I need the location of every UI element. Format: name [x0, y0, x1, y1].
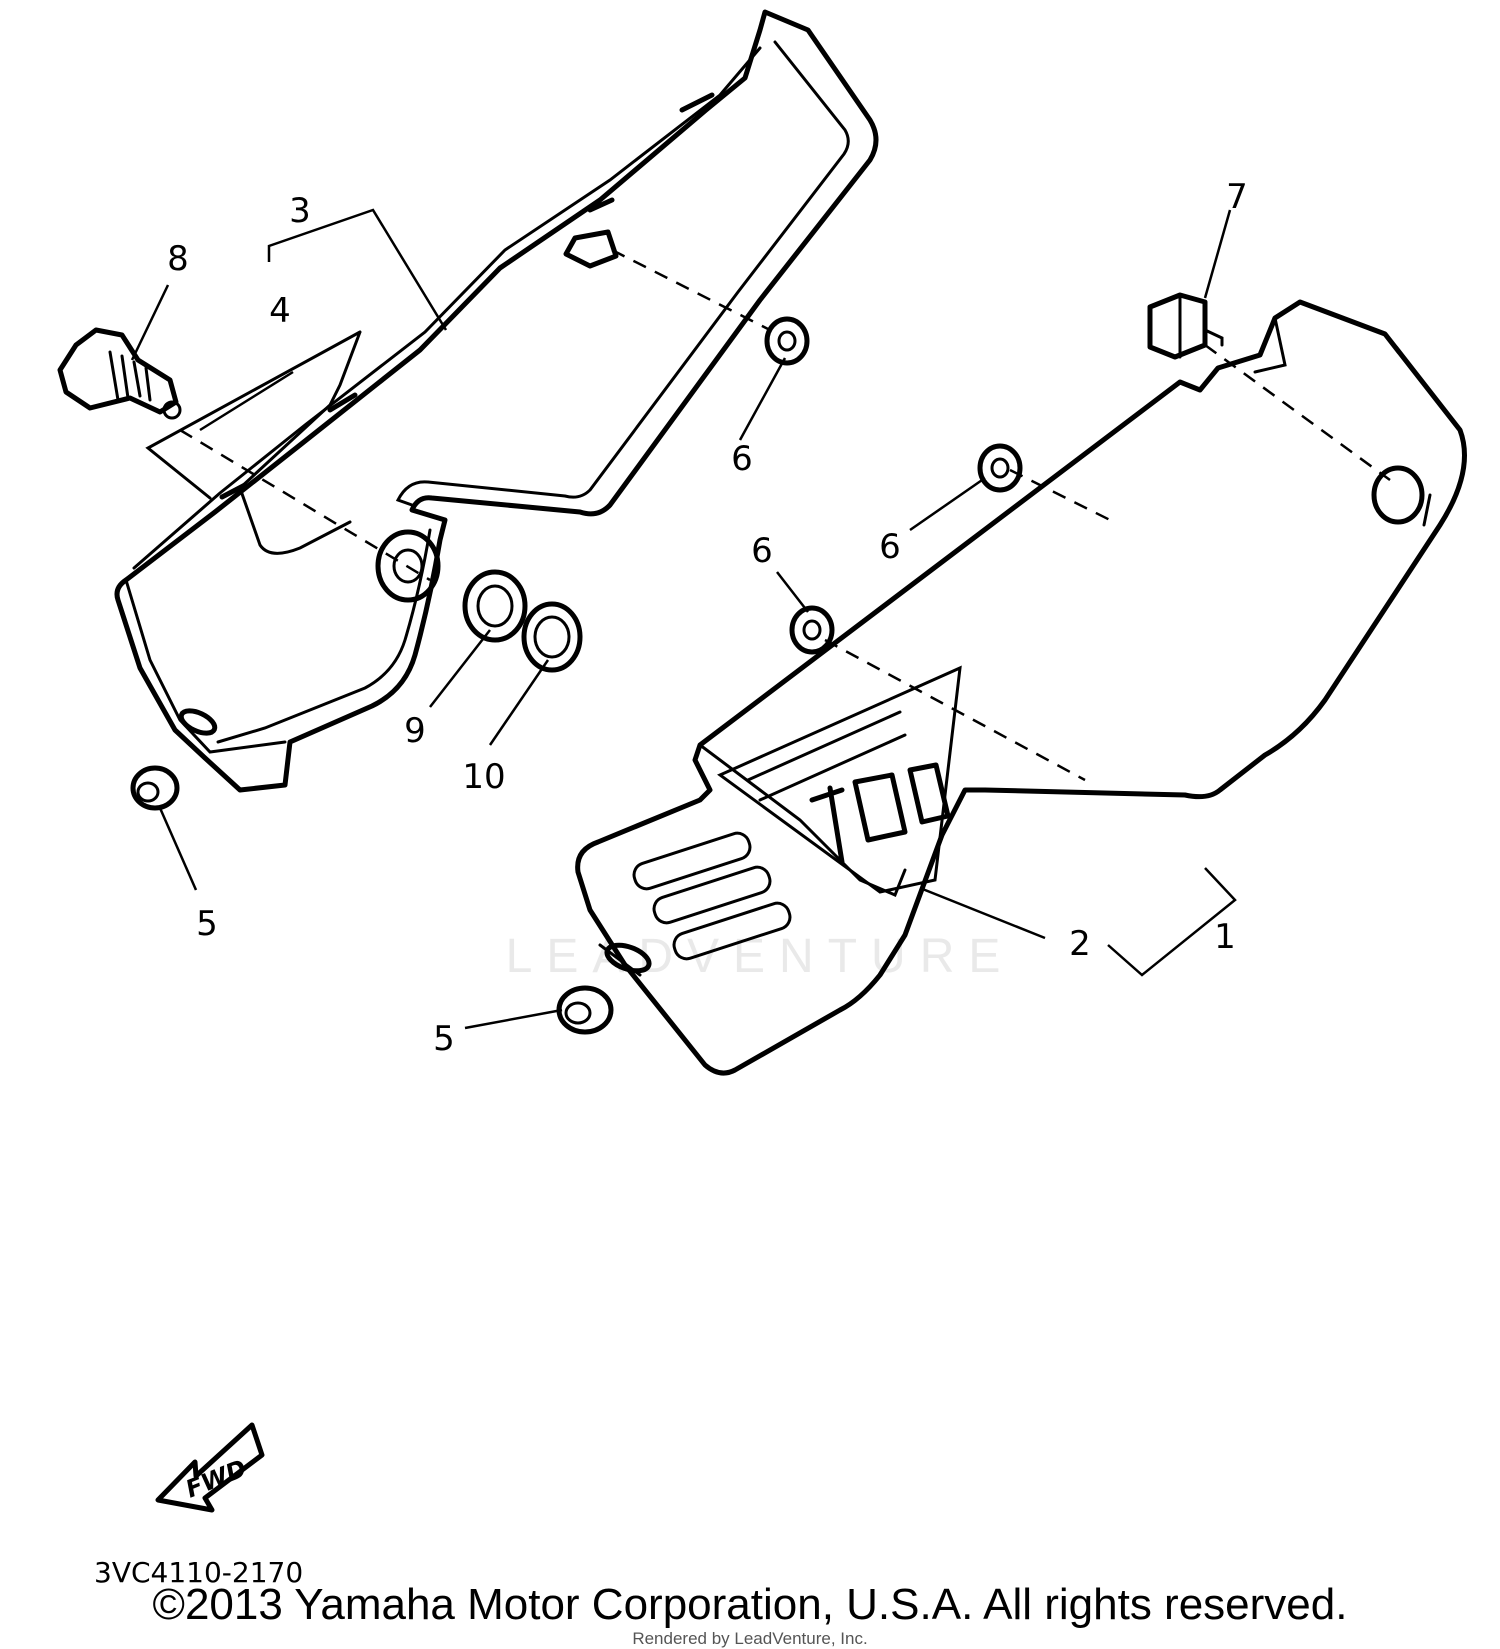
bracket — [1147, 292, 1224, 360]
grommet-6b — [977, 443, 1023, 493]
rendered-by-note: Rendered by LeadVenture, Inc. — [632, 1629, 868, 1648]
callout-6a: 6 — [731, 439, 753, 479]
nut — [462, 569, 528, 643]
callout-10: 10 — [462, 757, 505, 797]
washer — [521, 601, 583, 673]
right-side-cover — [575, 299, 1467, 1076]
callout-2: 2 — [1069, 924, 1091, 964]
callout-4: 4 — [269, 291, 291, 331]
callout-6c: 6 — [751, 531, 773, 571]
grommet-6c — [789, 605, 835, 655]
callout-8: 8 — [167, 239, 189, 279]
lock-assembly — [57, 327, 182, 420]
copyright-notice: ©2013 Yamaha Motor Corporation, U.S.A. A… — [152, 1580, 1348, 1629]
callout-1: 1 — [1214, 917, 1236, 957]
callout-7: 7 — [1226, 177, 1248, 217]
damper-5b — [556, 985, 614, 1035]
callout-5b: 5 — [433, 1019, 455, 1059]
callout-3: 3 — [289, 191, 311, 231]
diagram-code: 3VC4110-2170 — [94, 1556, 303, 1589]
left-emblem — [145, 330, 362, 555]
watermark: LEADVENTURE — [506, 930, 1015, 983]
callout-5a: 5 — [196, 904, 218, 944]
left-side-cover — [114, 9, 879, 793]
callout-9: 9 — [404, 711, 426, 751]
fwd-arrow-icon: FWD — [155, 1422, 265, 1513]
callout-6b: 6 — [879, 527, 901, 567]
grommet-6a — [764, 316, 810, 366]
damper-5a — [130, 765, 180, 811]
